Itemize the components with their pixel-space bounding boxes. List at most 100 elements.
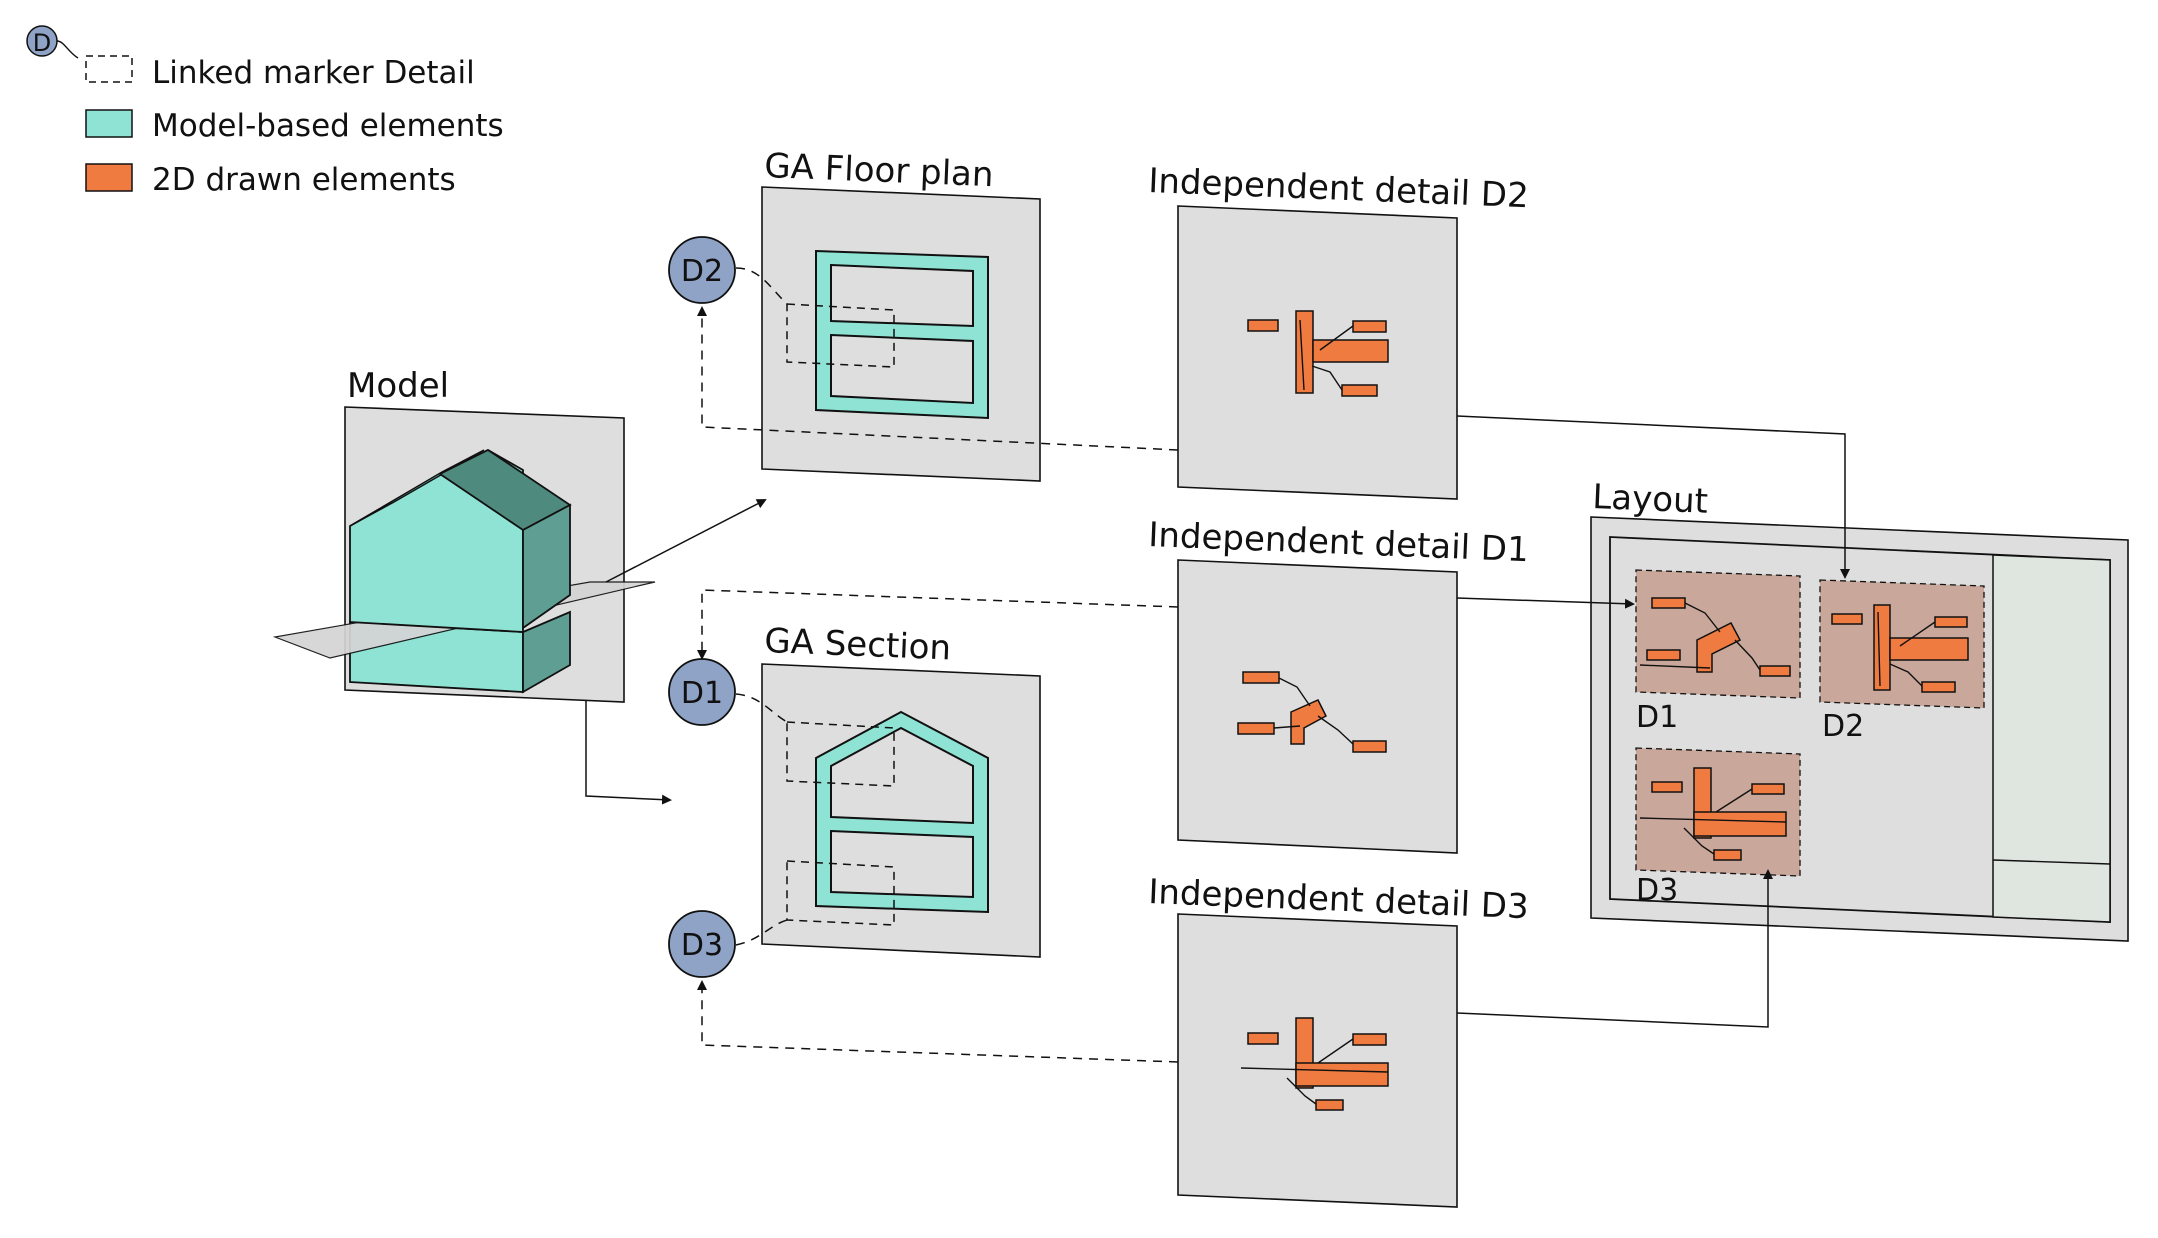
layout-detail-d1-label: D1 — [1636, 700, 1678, 735]
layout-d1-leader — [1639, 664, 1711, 669]
detail-d1-element — [1290, 699, 1327, 745]
layout-d2-leader — [1889, 663, 1923, 687]
model-swatch-icon — [85, 109, 133, 138]
detail-d2-drawing — [1247, 310, 1389, 397]
layout-d2-leader — [1877, 611, 1881, 687]
detail-d1-leader — [1273, 725, 1301, 729]
drawn-swatch-icon — [85, 163, 133, 192]
model-to-section-arrow — [585, 700, 672, 805]
detail-d3-element — [1315, 1099, 1344, 1111]
layout-panel: Layout D1 D2 — [1590, 477, 2129, 942]
layout-d1-leader — [1684, 602, 1721, 633]
detail-d1-drawing — [1237, 671, 1387, 753]
section-walls — [815, 710, 989, 914]
layout-detail-d3-label: D3 — [1636, 873, 1678, 908]
detail-d2-element — [1352, 320, 1387, 333]
layout-d2-element — [1934, 616, 1968, 628]
detail-d3-sheet — [1177, 913, 1458, 1208]
legend: D Linked marker Detail Model-based eleme… — [26, 25, 504, 198]
floor-plan-marker-link — [735, 267, 788, 305]
marker-d2-label: D2 — [681, 254, 723, 289]
detail-d3-element — [1247, 1032, 1279, 1045]
detail-d1-to-layout-arrow — [1456, 597, 1635, 609]
layout-d1-element — [1651, 597, 1686, 609]
detail-d2-panel: Independent detail D2 — [1148, 161, 1529, 500]
layout-d2-element — [1831, 613, 1863, 625]
connectors — [585, 306, 1850, 1063]
layout-detail-d2[interactable]: D2 — [1819, 579, 1985, 744]
section-detail-region-d3 — [786, 860, 895, 926]
section-marker-d1-link — [735, 693, 788, 723]
floor-plan-walls — [815, 249, 989, 420]
marker-d1-label: D1 — [681, 676, 723, 711]
detail-d2-element — [1341, 384, 1378, 397]
layout-detail-d2-label: D2 — [1822, 709, 1864, 744]
layout-d2-element — [1889, 637, 1969, 661]
layout-d1-element — [1759, 665, 1791, 677]
legend-drawn-label: 2D drawn elements — [152, 162, 456, 198]
title-block-divider — [1992, 859, 2111, 865]
detail-d1-leader — [1278, 677, 1311, 707]
layout-d2-element — [1921, 681, 1956, 693]
section-detail-region-d1 — [786, 721, 895, 787]
layout-d1-leader — [1734, 639, 1761, 671]
detail-d3-element — [1352, 1033, 1387, 1046]
detail-d1-panel: Independent detail D1 — [1148, 515, 1529, 854]
detail-d2-element — [1295, 310, 1314, 394]
detail-d3-element — [1295, 1062, 1389, 1087]
marker-leader-icon — [56, 40, 79, 59]
section-panel: GA Section D1 D3 — [668, 621, 1041, 978]
layout-d2-leader — [1899, 621, 1936, 647]
layout-d3-element — [1713, 849, 1742, 861]
marker-d2[interactable] — [668, 236, 736, 304]
layout-d3-leader — [1683, 827, 1715, 855]
detail-d1-leader — [1317, 715, 1354, 745]
detail-d1-element — [1242, 671, 1280, 684]
marker-d3-label: D3 — [681, 928, 723, 963]
section-title: GA Section — [764, 621, 952, 668]
detail-d3-leader — [1286, 1077, 1317, 1105]
detail-d2-to-layout-arrow — [1456, 415, 1850, 579]
detail-d3-panel: Independent detail D3 — [1148, 872, 1529, 1208]
section-marker-d3-link — [735, 919, 788, 946]
layout-d3-element — [1651, 781, 1683, 793]
layout-detail-d1[interactable]: D1 — [1635, 569, 1801, 735]
layout-title-block — [1992, 554, 2111, 923]
floor-plan-detail-region — [786, 303, 895, 368]
detail-d3-leader — [1317, 1038, 1354, 1064]
model-title: Model — [347, 366, 449, 406]
detail-d1-element — [1237, 722, 1275, 735]
model-to-floor-plan-arrow — [605, 499, 767, 583]
house-upper-side — [522, 503, 571, 630]
section-sheet — [761, 663, 1041, 958]
detail-d2-leader — [1311, 365, 1343, 391]
legend-marker-symbol: D — [33, 29, 51, 57]
floor-plan-panel: GA Floor plan D2 — [668, 146, 1041, 482]
legend-marker-icon: D — [26, 25, 133, 83]
layout-d3-leader — [1715, 788, 1753, 813]
detail-d2-element — [1247, 319, 1279, 332]
detail-d2-element — [1312, 339, 1389, 363]
marker-d3[interactable] — [668, 910, 736, 978]
layout-d1-element — [1646, 649, 1681, 661]
layout-d2-element — [1873, 604, 1891, 691]
layout-title: Layout — [1592, 477, 1709, 522]
legend-model-label: Model-based elements — [152, 108, 504, 144]
detail-d2-leader — [1319, 325, 1354, 351]
detail-d3-to-layout-arrow — [1456, 869, 1773, 1028]
layout-d3-element — [1693, 811, 1787, 837]
detail-d3-to-marker-arrow — [697, 980, 1179, 1063]
detail-d1-element — [1352, 740, 1387, 753]
dashed-box-icon — [85, 55, 133, 83]
layout-d1-element — [1696, 622, 1742, 673]
layout-detail-d3[interactable]: D3 — [1635, 747, 1801, 908]
detail-d3-drawing — [1240, 1017, 1389, 1111]
detail-d3-leader — [1240, 1067, 1389, 1073]
house-lower-side — [522, 610, 571, 694]
legend-linked-marker-label: Linked marker Detail — [152, 55, 475, 91]
layout-d3-leader — [1639, 817, 1787, 823]
detail-d2-leader — [1299, 319, 1305, 391]
layout-d3-element — [1751, 783, 1785, 795]
